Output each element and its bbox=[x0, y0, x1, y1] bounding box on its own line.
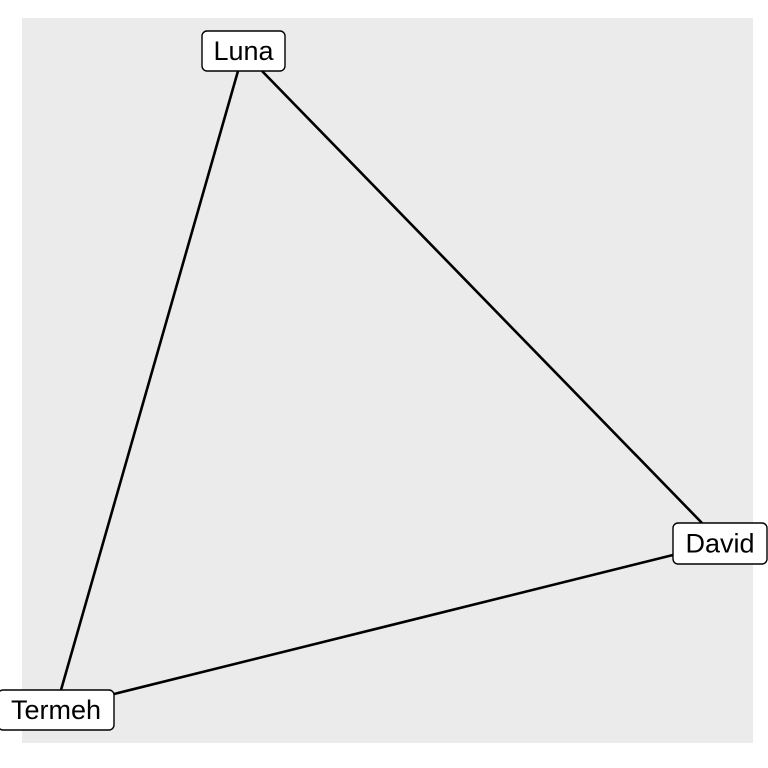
edge-luna-david bbox=[261, 70, 703, 524]
node-luna[interactable]: Luna bbox=[201, 30, 286, 72]
node-david-box bbox=[672, 522, 768, 565]
node-luna-box bbox=[201, 30, 286, 72]
node-luna-label: Luna bbox=[213, 36, 274, 66]
node-termeh-label: Termeh bbox=[11, 695, 101, 725]
edge-luna-termeh bbox=[59, 70, 240, 691]
plot-panel bbox=[22, 18, 753, 743]
node-david[interactable]: David bbox=[672, 522, 768, 565]
edge-termeh-david bbox=[113, 553, 674, 696]
nodes-layer: Luna David Termeh bbox=[0, 30, 768, 731]
edges-layer bbox=[59, 70, 703, 696]
node-termeh-box bbox=[0, 689, 115, 731]
node-termeh[interactable]: Termeh bbox=[0, 689, 115, 731]
node-david-label: David bbox=[685, 529, 754, 559]
